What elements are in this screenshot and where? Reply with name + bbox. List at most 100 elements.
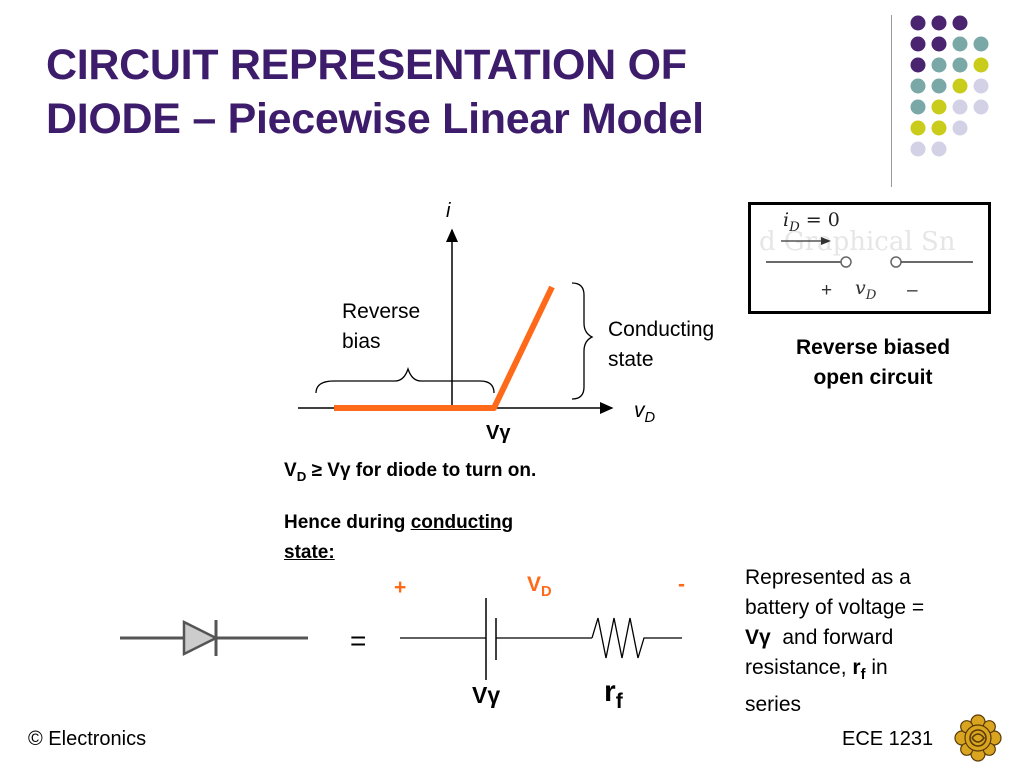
conducting-underlined-1: conducting xyxy=(410,512,514,533)
circuit-plus-sign: + xyxy=(394,576,407,599)
y-axis-label: i xyxy=(446,200,451,222)
resistor-zigzag xyxy=(591,617,682,659)
decorative-dot xyxy=(973,36,989,52)
conducting-state-label-line-2: state xyxy=(608,348,654,371)
condition-v-sub: D xyxy=(296,468,307,484)
reverse-bias-label-line-1: Reverse xyxy=(342,300,421,323)
open-circuit-caption: Reverse biased open circuit xyxy=(760,333,986,393)
open-circuit-figure: d Graphical Sn iD = 0 + vD – xyxy=(748,202,991,314)
reverse-bias-brace xyxy=(315,366,495,394)
equals-sign: = xyxy=(350,625,367,656)
decorative-divider xyxy=(891,15,892,187)
decorative-dot xyxy=(910,141,926,157)
slide-title: CIRCUIT REPRESENTATION OF DIODE – Piecew… xyxy=(46,38,846,146)
figure-watermark-text: d Graphical Sn xyxy=(759,227,956,257)
decorative-dot xyxy=(910,120,926,136)
piecewise-characteristic-curve xyxy=(334,285,555,411)
decorative-dot xyxy=(952,78,968,94)
current-arrow-head xyxy=(821,237,831,245)
description-line-1: Represented as a xyxy=(745,566,911,589)
left-terminal xyxy=(840,256,852,268)
decorative-dot xyxy=(910,15,926,31)
decorative-dot xyxy=(952,15,968,31)
caption-line-2: open circuit xyxy=(813,366,933,389)
conducting-state-label-line-1: Conducting xyxy=(608,318,715,341)
university-crest-icon xyxy=(954,714,1002,762)
decorative-dot xyxy=(931,120,947,136)
battery-resistor-circuit xyxy=(400,598,682,680)
resistor-label-base: r xyxy=(604,675,616,708)
decorative-dot xyxy=(973,99,989,115)
x-axis-label-sub: D xyxy=(644,410,656,427)
circuit-description: Represented as a battery of voltage = Vγ… xyxy=(745,563,985,720)
description-line-3: Vγ and forward xyxy=(745,623,985,653)
description-r: r xyxy=(852,656,861,679)
decorative-dot xyxy=(910,99,926,115)
current-label-eq: = 0 xyxy=(799,209,840,231)
voltage-label-base: v xyxy=(855,277,866,299)
conducting-state-label: Conducting state xyxy=(608,315,714,375)
reverse-bias-label: Reverse bias xyxy=(342,297,420,357)
minus-sign: – xyxy=(907,280,918,301)
conducting-underlined-2: state: xyxy=(284,542,335,563)
decorative-dot xyxy=(910,36,926,52)
description-line-3-rest: and forward xyxy=(770,626,894,649)
description-line-2: battery of voltage = xyxy=(745,596,925,619)
condition-v-base: V xyxy=(284,460,297,481)
turn-on-condition: VD ≥ Vγ for diode to turn on. xyxy=(284,460,536,484)
description-line-4-end: in xyxy=(865,656,888,679)
slide-title-line-1: CIRCUIT REPRESENTATION OF xyxy=(46,41,687,89)
conducting-state-heading: Hence during conducting state: xyxy=(284,508,614,568)
condition-rest: ≥ Vγ for diode to turn on. xyxy=(306,460,537,481)
decorative-dot xyxy=(973,57,989,73)
conducting-state-brace xyxy=(571,282,594,400)
voltage-label-sub: D xyxy=(865,287,877,303)
conducting-prefix: Hence during xyxy=(284,512,411,533)
resistor-label-sub: f xyxy=(615,690,623,713)
decorative-dot xyxy=(931,141,947,157)
equivalent-circuit xyxy=(120,598,682,680)
decorative-dot xyxy=(931,99,947,115)
resistor-label: rf xyxy=(604,675,623,714)
decorative-dot-grid xyxy=(910,15,989,157)
footer-course-code: ECE 1231 xyxy=(842,728,934,750)
description-line-3-bold: Vγ xyxy=(745,626,771,649)
decorative-dot xyxy=(931,78,947,94)
circuit-minus-sign: - xyxy=(678,573,685,596)
description-line-4: resistance, rf in xyxy=(745,653,985,690)
description-line-4-start: resistance, xyxy=(745,656,853,679)
caption-line-1: Reverse biased xyxy=(795,336,951,359)
decorative-dot xyxy=(952,57,968,73)
slide-title-line-2: DIODE – Piecewise Linear Model xyxy=(46,95,704,143)
open-circuit-drawing xyxy=(766,237,973,268)
voltage-label: vD xyxy=(855,277,876,303)
decorative-dot xyxy=(973,78,989,94)
right-terminal xyxy=(890,256,902,268)
battery-voltage-label: Vγ xyxy=(472,682,501,708)
reverse-bias-label-line-2: bias xyxy=(342,330,381,353)
threshold-voltage-label: Vγ xyxy=(486,422,511,444)
iv-characteristic-graph xyxy=(298,228,614,414)
description-r-sub: f xyxy=(860,667,866,684)
description-line-5: series xyxy=(745,693,802,717)
current-label-sub: D xyxy=(789,219,800,235)
decorative-dot xyxy=(910,57,926,73)
x-axis-label-base: v xyxy=(634,399,645,422)
decorative-dot xyxy=(931,36,947,52)
current-label: iD = 0 xyxy=(783,209,840,235)
plus-sign: + xyxy=(821,280,833,301)
decorative-dot xyxy=(931,57,947,73)
decorative-dot xyxy=(931,15,947,31)
decorative-dot xyxy=(952,36,968,52)
circuit-vd-sub: D xyxy=(541,584,552,601)
circuit-vd-label: VD xyxy=(527,573,552,600)
circuit-vd-base: V xyxy=(527,573,542,596)
decorative-dot xyxy=(952,120,968,136)
x-axis-label: vD xyxy=(634,396,655,433)
decorative-dot xyxy=(910,78,926,94)
description-line-4-bold: rf xyxy=(852,656,865,683)
decorative-dot xyxy=(952,99,968,115)
footer-copyright: © Electronics xyxy=(28,728,147,750)
diode-symbol-icon xyxy=(120,619,308,657)
current-label-base: i xyxy=(783,209,790,231)
